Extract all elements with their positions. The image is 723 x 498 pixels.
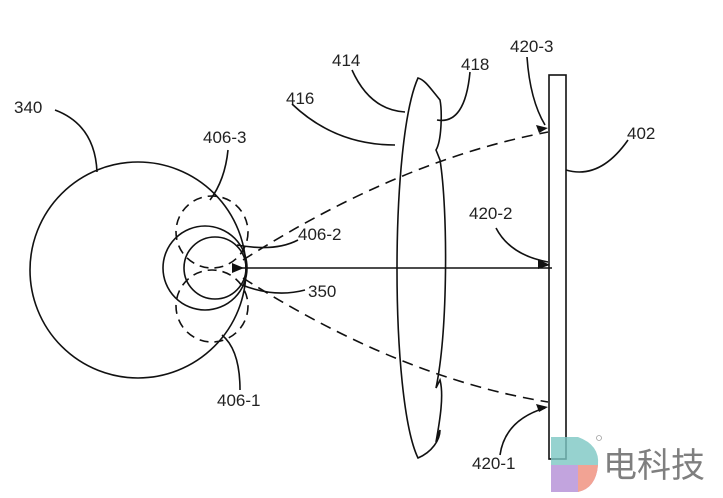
label-418: 418 xyxy=(461,55,489,74)
dashed-circle-bottom xyxy=(175,269,249,343)
watermark-text: 电科技 xyxy=(603,446,705,486)
label-420-2: 420-2 xyxy=(469,204,512,223)
upper-dashed-ray xyxy=(242,131,549,261)
label-416: 416 xyxy=(286,89,314,108)
lower-dashed-ray xyxy=(242,277,549,403)
label-420-1: 420-1 xyxy=(472,454,515,473)
label-406-1: 406-1 xyxy=(217,391,260,410)
label-406-2: 406-2 xyxy=(298,225,341,244)
lens xyxy=(396,77,447,460)
label-402: 402 xyxy=(627,124,655,143)
dashed-circle-top xyxy=(175,195,249,269)
label-350: 350 xyxy=(308,282,336,301)
watermark-logo xyxy=(551,435,602,492)
display-panel xyxy=(548,74,567,460)
label-340: 340 xyxy=(14,98,42,117)
label-406-3: 406-3 xyxy=(203,128,246,147)
label-420-3: 420-3 xyxy=(510,37,553,56)
label-414: 414 xyxy=(332,51,360,70)
